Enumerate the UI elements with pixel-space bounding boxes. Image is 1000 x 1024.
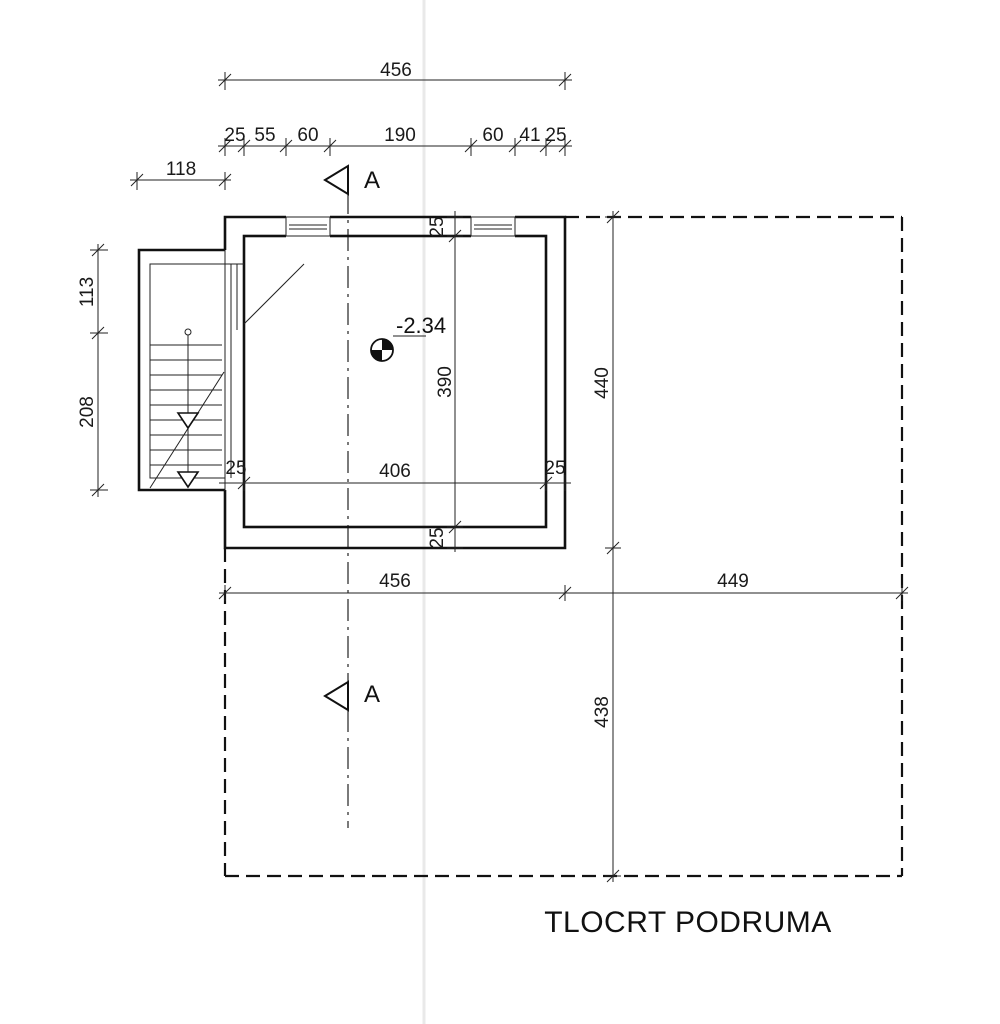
top-dimension-total: 456 <box>218 60 572 90</box>
section-marker-top-label: A <box>364 167 380 194</box>
dim-wall-left-text: 25 <box>225 458 246 479</box>
inner-width-dimension: 25 406 25 <box>219 458 571 491</box>
stair-direction-arrow-2 <box>176 471 200 489</box>
left-dimensions: 113 208 <box>77 243 108 497</box>
dim-outer-height-text: 440 <box>592 367 613 399</box>
dim-wall-bottom-text: 25 <box>427 527 448 548</box>
staircase <box>137 248 305 492</box>
drawing-title: TLOCRT PODRUMA <box>544 906 832 939</box>
dim-chain-3: 60 <box>297 125 318 146</box>
top-dimension-chain: 25 55 60 190 60 41 25 <box>218 125 572 156</box>
dim-chain-1: 25 <box>224 125 245 146</box>
dim-left-113: 113 <box>77 277 98 307</box>
dim-chain-4: 190 <box>384 125 416 146</box>
dim-inner-height-text: 390 <box>435 366 456 398</box>
dim-lower-height-text: 438 <box>592 696 613 728</box>
dim-chain-7: 25 <box>545 125 566 146</box>
dim-bottom-right-text: 449 <box>717 571 749 592</box>
section-marker-top: A <box>323 164 380 196</box>
bottom-width-dimension: 456 449 <box>218 571 909 601</box>
dashed-footprint <box>223 215 904 878</box>
dim-wall-top-text: 25 <box>427 216 448 237</box>
dim-chain-5: 60 <box>482 125 503 146</box>
elevation-marker: -2.34 <box>370 313 446 362</box>
dim-stair-width-text: 118 <box>166 159 196 180</box>
dim-chain-2: 55 <box>254 125 275 146</box>
dim-top-total-text: 456 <box>380 60 412 81</box>
dim-chain-6: 41 <box>519 125 540 146</box>
basement-walls <box>223 213 567 550</box>
dim-inner-width-text: 406 <box>379 461 411 482</box>
section-marker-bottom: A <box>323 680 380 712</box>
inner-height-dimension: 25 390 25 <box>427 211 463 552</box>
dim-left-208: 208 <box>77 396 98 428</box>
outer-height-dimension: 440 438 <box>592 210 621 883</box>
stair-width-dimension: 118 <box>130 159 232 190</box>
dim-wall-right-text: 25 <box>544 458 565 479</box>
stair-direction-arrow-1 <box>176 412 200 430</box>
dim-bottom-left-text: 456 <box>379 571 411 592</box>
section-marker-bottom-label: A <box>364 681 380 708</box>
elevation-value: -2.34 <box>396 313 446 338</box>
